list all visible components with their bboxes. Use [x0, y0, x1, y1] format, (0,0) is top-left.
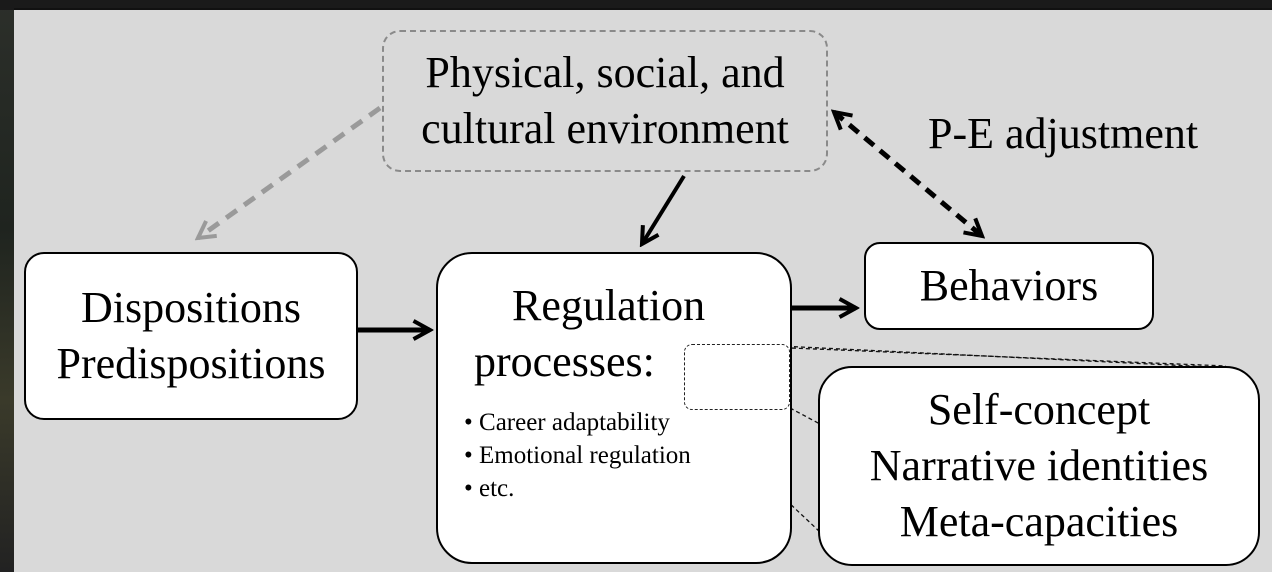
regulation-title-line-2: processes:	[474, 337, 655, 386]
dispositions-box: Dispositions Predispositions	[24, 252, 358, 420]
pe-adjustment-label: P-E adjustment	[928, 109, 1199, 158]
self-line-2: Narrative identities	[869, 441, 1209, 490]
behaviors-box: Behaviors	[864, 242, 1154, 330]
environment-box: Physical, social, and cultural environme…	[382, 30, 828, 172]
zoom-highlight-rectangle	[684, 344, 790, 410]
dispositions-line-2: Predispositions	[56, 339, 326, 388]
regulation-title: Regulation processes:	[438, 278, 790, 390]
zoom-line-top-2	[779, 345, 1233, 369]
regulation-box: Regulation processes: Career adaptabilit…	[436, 252, 792, 564]
self-line-1: Self-concept	[927, 385, 1151, 434]
behaviors-label: Behaviors	[919, 261, 1099, 310]
regulation-title-line-1: Regulation	[512, 281, 706, 330]
arrow-environment-to-dispositions	[198, 105, 382, 238]
arrow-pe-adjustment	[834, 112, 982, 236]
regulation-item-emotional-regulation: Emotional regulation	[464, 439, 691, 472]
regulation-item-etc: etc.	[464, 472, 691, 505]
self-concept-box: Self-concept Narrative identities Meta-c…	[818, 366, 1260, 566]
zoom-line-side	[789, 407, 821, 425]
background-top-strip	[0, 0, 120, 10]
regulation-list: Career adaptability Emotional regulation…	[438, 406, 691, 505]
self-line-3: Meta-capacities	[899, 497, 1179, 546]
arrow-environment-to-regulation	[642, 174, 686, 244]
background-strip	[0, 0, 14, 572]
zoom-line-top	[693, 343, 1227, 367]
regulation-item-career-adaptability: Career adaptability	[464, 406, 691, 439]
dispositions-line-1: Dispositions	[80, 283, 302, 332]
environment-line-1: Physical, social, and	[425, 48, 785, 97]
environment-line-2: cultural environment	[421, 104, 789, 153]
